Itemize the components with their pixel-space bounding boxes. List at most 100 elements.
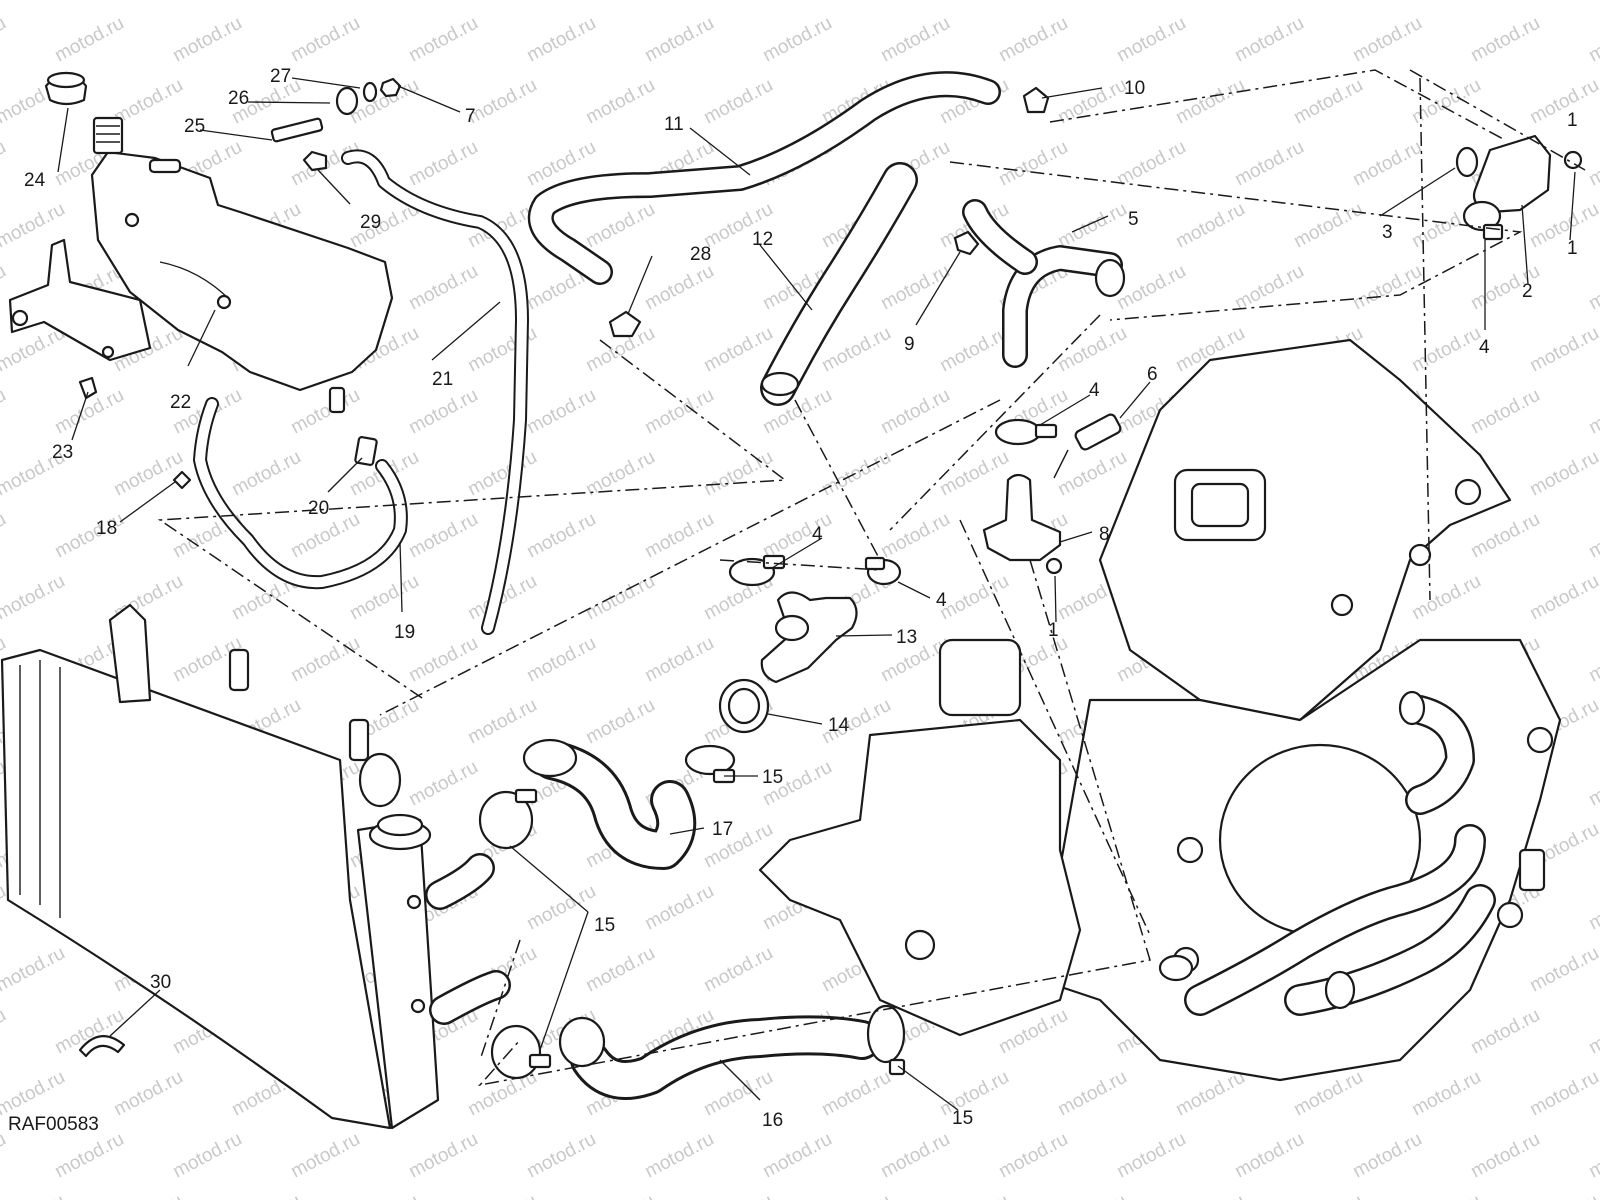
watermark-text: motod.ru [287, 1129, 363, 1183]
filler-neck [92, 116, 124, 155]
hose-end [760, 371, 800, 397]
watermark-text: motod.ru [110, 1191, 186, 1200]
watermark-text: motod.ru [405, 633, 481, 687]
watermark-text: motod.ru [582, 1191, 658, 1200]
watermark-text: motod.ru [1172, 0, 1248, 4]
watermark-text: motod.ru [228, 0, 304, 4]
thermostat-housing [982, 473, 1062, 562]
tank-boss [410, 998, 426, 1014]
callout-4: 4 [1479, 337, 1490, 358]
watermark-text: motod.ru [1585, 509, 1600, 563]
watermark-text: motod.ru [1113, 1129, 1189, 1183]
callout-14: 14 [828, 715, 850, 736]
watermark-text: motod.ru [700, 75, 776, 129]
fan-sensor [228, 648, 250, 692]
watermark-text: motod.ru [1290, 1191, 1366, 1200]
radiator-core [0, 648, 392, 1130]
watermark-text: motod.ru [0, 0, 69, 4]
watermark-text: motod.ru [700, 943, 776, 997]
clamp-screw [864, 556, 886, 571]
callout-19: 19 [394, 622, 415, 643]
watermark-text: motod.ru [110, 1067, 186, 1121]
watermark-text: motod.ru [287, 385, 363, 439]
watermark-text: motod.ru [464, 0, 540, 4]
callout-22: 22 [170, 392, 191, 413]
head-fitting [1454, 478, 1482, 506]
watermark-text: motod.ru [759, 1129, 835, 1183]
watermark-text: motod.ru [641, 1129, 717, 1183]
hose-clip-small [172, 470, 192, 490]
callout-20: 20 [308, 498, 329, 519]
expansion-tank [90, 150, 394, 392]
hose-clamp-15 [478, 790, 534, 850]
watermark-text: motod.ru [1349, 1129, 1425, 1183]
tank-mount-boss [124, 212, 140, 228]
watermark-text: motod.ru [700, 323, 776, 377]
crankcase-boss [1496, 901, 1524, 929]
tank-screw [78, 376, 98, 400]
watermark-text: motod.ru [169, 13, 245, 67]
leader-lines [57, 77, 1576, 1111]
clip-9 [953, 230, 980, 256]
watermark-text: motod.ru [582, 695, 658, 749]
watermark-text: motod.ru [405, 137, 481, 191]
hose-17 [478, 738, 697, 870]
callout-4: 4 [1089, 380, 1100, 401]
watermark-text: motod.ru [0, 1067, 69, 1121]
radiator-cap-top [376, 813, 424, 837]
callout-15: 15 [952, 1108, 973, 1129]
seal-inner [727, 687, 761, 725]
hose-clamp-15 [490, 1024, 542, 1080]
watermark-text: motod.ru [1585, 385, 1600, 439]
watermark-text: motod.ru [523, 509, 599, 563]
hose-clip [302, 150, 328, 172]
hose-end [1094, 258, 1126, 298]
callout-10: 10 [1124, 78, 1145, 99]
tank-mount-boss [216, 294, 232, 310]
watermark-text: motod.ru [0, 943, 69, 997]
watermark-text: motod.ru [1290, 199, 1366, 253]
callout-8: 8 [1099, 524, 1110, 545]
radiator [0, 603, 511, 1130]
callout-4: 4 [812, 524, 823, 545]
hose-16 [490, 1004, 906, 1100]
cylinder-head-front [758, 718, 1082, 1037]
watermark-text: motod.ru [1526, 1191, 1600, 1200]
watermark-text: motod.ru [641, 509, 717, 563]
clamp-screw [528, 1053, 552, 1069]
hose-end [522, 738, 578, 778]
hose-clamp [1462, 200, 1502, 232]
radiator-inlet [358, 752, 402, 808]
watermark-text: motod.ru [464, 695, 540, 749]
water-union [1472, 134, 1552, 214]
watermark-text: motod.ru [936, 0, 1012, 4]
tank-boss [406, 894, 422, 910]
watermark-text: motod.ru [346, 571, 422, 625]
long-hose-11 [527, 71, 1050, 338]
callout-3: 3 [1382, 222, 1393, 243]
watermark-text: motod.ru [1585, 757, 1600, 811]
watermark-text: motod.ru [1113, 137, 1189, 191]
tank-cap-top [46, 71, 86, 89]
watermark-text: motod.ru [1231, 1129, 1307, 1183]
hose-12 [760, 162, 918, 406]
housing-screw [1045, 557, 1063, 575]
watermark-text: motod.ru [0, 261, 10, 315]
watermark-text: motod.ru [51, 1129, 127, 1183]
hose-clamp [684, 744, 736, 776]
union-screw [1563, 150, 1583, 170]
callout-16: 16 [762, 1110, 783, 1131]
callout-18: 18 [96, 518, 117, 539]
watermark-text: motod.ru [1526, 0, 1600, 4]
watermark-text: motod.ru [818, 1067, 894, 1121]
watermark-text: motod.ru [1172, 1067, 1248, 1121]
watermark-text: motod.ru [1231, 137, 1307, 191]
radiator-bracket [108, 603, 152, 704]
clamp-screw [1034, 423, 1058, 439]
assembly-lines [157, 69, 1586, 1087]
callout-2: 2 [1522, 281, 1533, 302]
watermark-text: motod.ru [0, 137, 10, 191]
watermark-text: motod.ru [582, 943, 658, 997]
hose-clamp [994, 418, 1042, 446]
watermark-text: motod.ru [1585, 1005, 1600, 1059]
